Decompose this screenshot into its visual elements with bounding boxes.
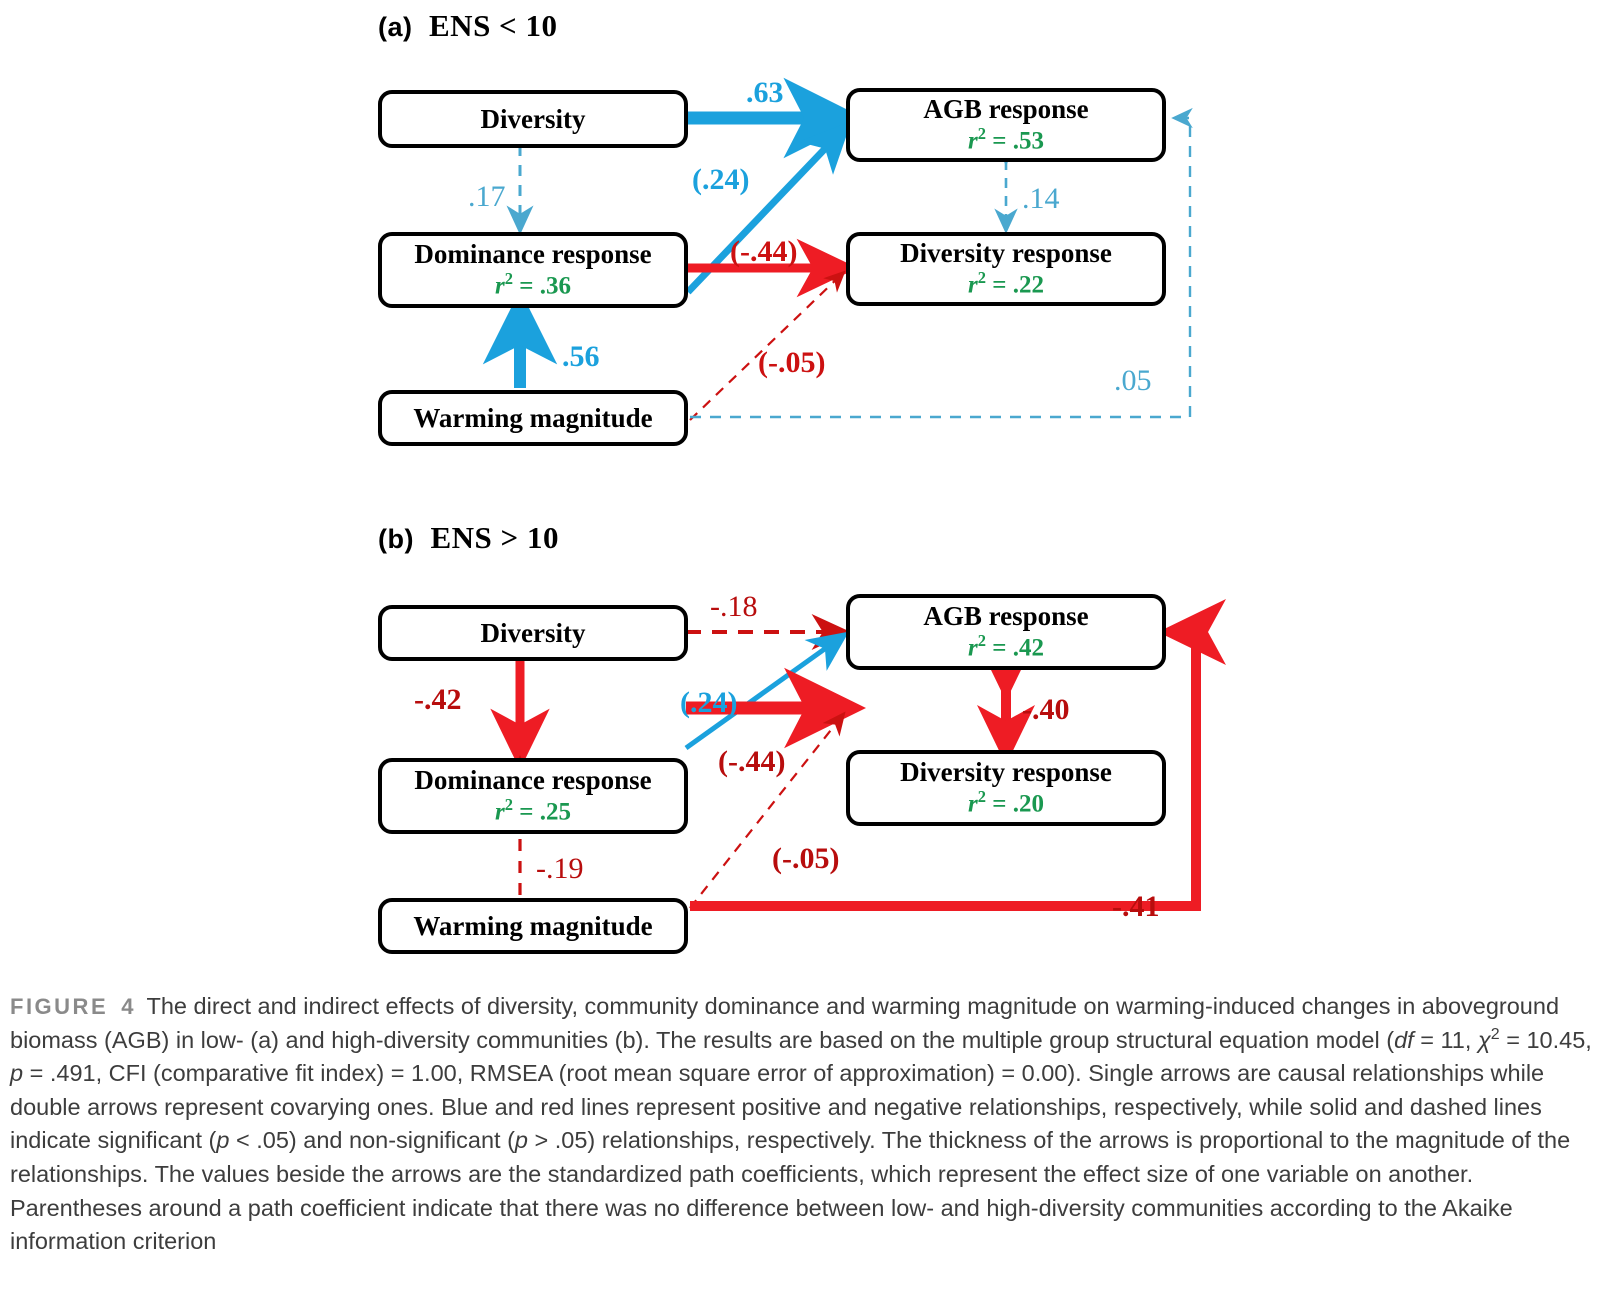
panel-b: (b) ENS > 10 [0, 510, 1610, 980]
figure-caption-p: p [10, 1060, 24, 1087]
coef-a-agb-diversity-response: .14 [1022, 182, 1060, 215]
node-a-diversity-label: Diversity [480, 103, 586, 134]
node-b-warming-magnitude-label: Warming magnitude [413, 910, 653, 941]
coef-a-warming-agb: .05 [1114, 364, 1152, 397]
coef-a-diversity-agb: .63 [746, 76, 784, 109]
coef-b-dominance-agb: (.24) [680, 686, 738, 719]
figure-caption-p3-eq: > .05) relationships, respectively. The … [10, 1127, 1571, 1255]
figure-caption-p3: p [514, 1127, 528, 1154]
node-a-warming-magnitude-label: Warming magnitude [413, 402, 653, 433]
node-a-diversity[interactable]: Diversity [378, 90, 688, 148]
node-b-warming-magnitude[interactable]: Warming magnitude [378, 898, 688, 954]
node-a-dominance-response-r2: r2 = .36 [495, 269, 571, 300]
node-a-dominance-response[interactable]: Dominance response r2 = .36 [378, 232, 688, 308]
panel-b-title-text: ENS > 10 [430, 520, 559, 555]
figure-caption-df: df [1394, 1026, 1414, 1053]
figure-caption-df-eq: = 11, [1413, 1026, 1478, 1053]
coef-a-warming-dominance: .56 [562, 340, 600, 373]
figure-caption-p2: p [216, 1127, 230, 1154]
panel-a-tag: (a) [378, 12, 413, 42]
path-b-warming-to-agb [690, 599, 1226, 911]
panel-a-title-text: ENS < 10 [429, 8, 558, 43]
node-b-dominance-response-r2: r2 = .25 [495, 795, 571, 826]
node-a-diversity-response-label: Diversity response [900, 238, 1112, 269]
path-a-warming-to-agb [690, 107, 1193, 419]
figure-caption-tag: FIGURE [10, 994, 109, 1019]
node-b-agb-response-label: AGB response [923, 601, 1089, 632]
node-a-diversity-response-r2: r2 = .22 [968, 268, 1044, 299]
node-b-diversity-response[interactable]: Diversity response r2 = .20 [846, 750, 1166, 826]
node-a-agb-response-r2: r2 = .53 [968, 124, 1044, 155]
coef-a-dominance-diversity-response: (-.44) [730, 235, 798, 268]
coef-a-diversity-dominance: .17 [468, 180, 506, 213]
node-a-dominance-response-label: Dominance response [414, 239, 652, 270]
panel-b-tag: (b) [378, 524, 414, 554]
coef-b-warming-diversity-response: (-.05) [772, 842, 840, 875]
figure-caption-p-eq: = .491, CFI (comparative fit index) = 1.… [10, 1060, 1545, 1154]
coef-a-dominance-agb: (.24) [692, 163, 750, 196]
node-a-diversity-response[interactable]: Diversity response r2 = .22 [846, 232, 1166, 306]
coef-b-diversity-dominance: -.42 [414, 683, 462, 716]
node-b-diversity-label: Diversity [480, 617, 586, 648]
node-b-diversity-response-label: Diversity response [900, 757, 1112, 788]
figure-caption-chi: χ [1477, 1026, 1491, 1053]
panel-a: (a) ENS < 10 [0, 0, 1610, 500]
node-b-diversity[interactable]: Diversity [378, 605, 688, 661]
coef-a-warming-diversity-response: (-.05) [758, 346, 826, 379]
panel-a-arrows [482, 77, 1193, 421]
figure-caption-p2-eq: < .05) and non-significant ( [229, 1127, 515, 1154]
node-b-dominance-response-label: Dominance response [414, 765, 652, 796]
node-b-agb-response[interactable]: AGB response r2 = .42 [846, 594, 1166, 670]
panel-b-arrows [490, 599, 1226, 911]
coef-b-diversity-agb: -.18 [710, 590, 758, 623]
coef-b-dominance-diversity-response: (-.44) [718, 745, 786, 778]
figure-caption-chi-sup: 2 [1490, 1025, 1500, 1043]
node-b-agb-response-r2: r2 = .42 [968, 631, 1044, 662]
coef-b-agb-diversity-response: -.40 [1022, 693, 1070, 726]
path-b-warming-to-diversity-response [689, 711, 846, 909]
path-b-dominance-to-agb [684, 631, 849, 751]
coef-b-warming-dominance: -.19 [536, 852, 584, 885]
panel-a-title: (a) ENS < 10 [378, 8, 557, 44]
figure-caption: FIGURE 4 The direct and indirect effects… [10, 990, 1602, 1259]
node-a-agb-response-label: AGB response [923, 94, 1089, 125]
panel-b-title: (b) ENS > 10 [378, 520, 559, 556]
node-b-diversity-response-r2: r2 = .20 [968, 787, 1044, 818]
node-a-agb-response[interactable]: AGB response r2 = .53 [846, 88, 1166, 162]
figure-caption-chi-eq: = 10.45, [1499, 1026, 1592, 1053]
figure-caption-number: 4 [121, 994, 134, 1019]
node-a-warming-magnitude[interactable]: Warming magnitude [378, 390, 688, 446]
figure-caption-p1: The direct and indirect effects of diver… [10, 993, 1560, 1053]
node-b-dominance-response[interactable]: Dominance response r2 = .25 [378, 758, 688, 834]
coef-b-warming-agb: -.41 [1112, 890, 1160, 923]
